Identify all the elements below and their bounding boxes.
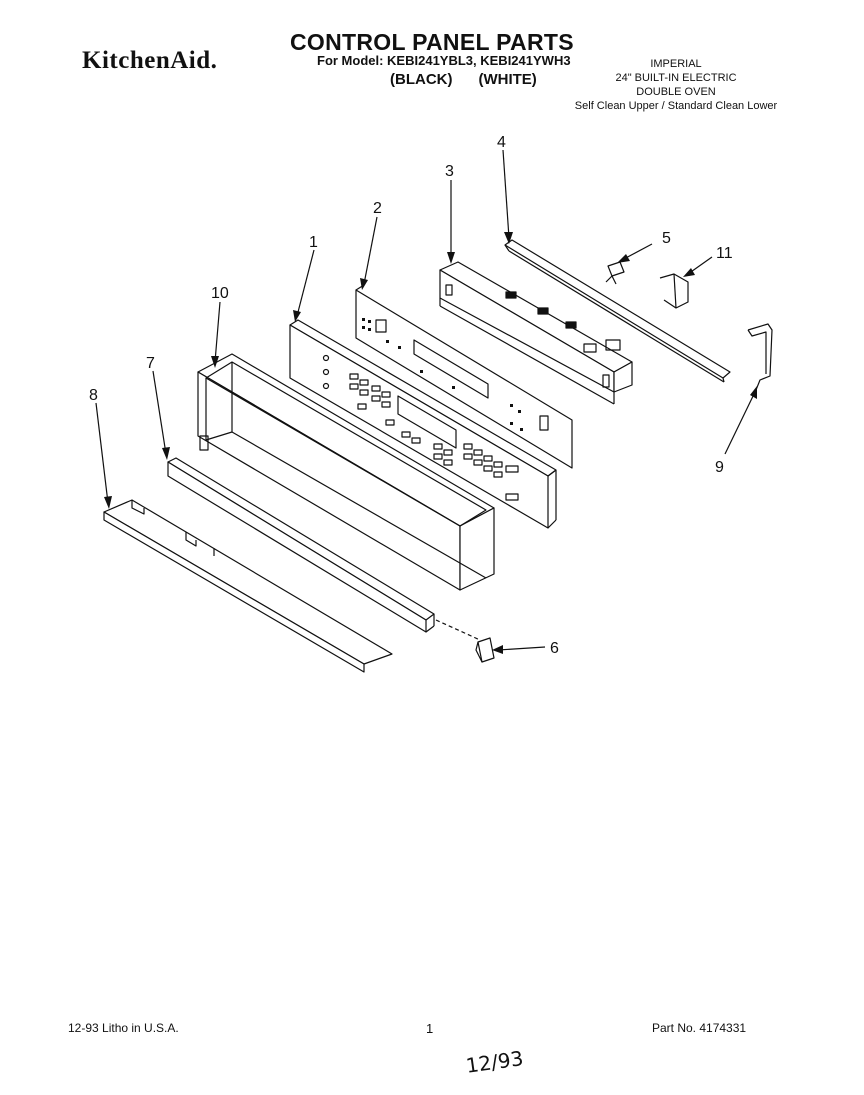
callout-11: 11 [716, 245, 733, 262]
part-11-clip [659, 273, 689, 309]
callout-10: 10 [211, 285, 229, 302]
callout-numbers: 4 3 2 1 10 7 8 5 11 9 6 [89, 134, 733, 657]
callout-5: 5 [662, 230, 671, 247]
callout-9: 9 [715, 459, 724, 476]
brand-logo: KitchenAid. [82, 47, 218, 74]
part-number: Part No. 4174331 [652, 1021, 747, 1035]
spec-block: IMPERIAL 24" BUILT-IN ELECTRIC DOUBLE OV… [560, 57, 792, 113]
spec-line: IMPERIAL [650, 58, 702, 70]
color-white-label: (WHITE) [478, 71, 537, 88]
callout-6: 6 [550, 640, 559, 657]
litho-note: 12-93 Litho in U.S.A. [68, 1021, 179, 1035]
spec-line: Self Clean Upper / Standard Clean Lower [574, 100, 778, 112]
callout-1: 1 [309, 234, 318, 251]
part-7-trim [167, 457, 435, 633]
part-6-dashed-guide [435, 619, 481, 641]
callout-2: 2 [373, 200, 382, 217]
model-numbers: For Model: KEBI241YBL3, KEBI241YWH3 [317, 53, 571, 68]
part-9-wire [747, 323, 773, 391]
part-6-clip [475, 637, 495, 663]
leader-lines [95, 149, 757, 654]
callout-3: 3 [445, 163, 454, 180]
page-number: 1 [426, 1021, 434, 1036]
part-2-overlay [355, 284, 573, 469]
part-3-bracket [439, 261, 633, 405]
callout-4: 4 [497, 134, 506, 151]
color-black-label: (BLACK) [390, 71, 453, 88]
page-title: CONTROL PANEL PARTS [290, 29, 574, 55]
spec-line: 24" BUILT-IN ELECTRIC [615, 72, 737, 84]
part-8-strip [103, 499, 393, 673]
part-1-control-panel [289, 319, 557, 529]
color-variants: (BLACK) (WHITE) [390, 71, 537, 88]
callout-8: 8 [89, 387, 98, 404]
callout-7: 7 [146, 355, 155, 372]
part-5-clip [605, 261, 625, 285]
part-10-housing [197, 353, 495, 591]
spec-line: DOUBLE OVEN [636, 86, 716, 98]
